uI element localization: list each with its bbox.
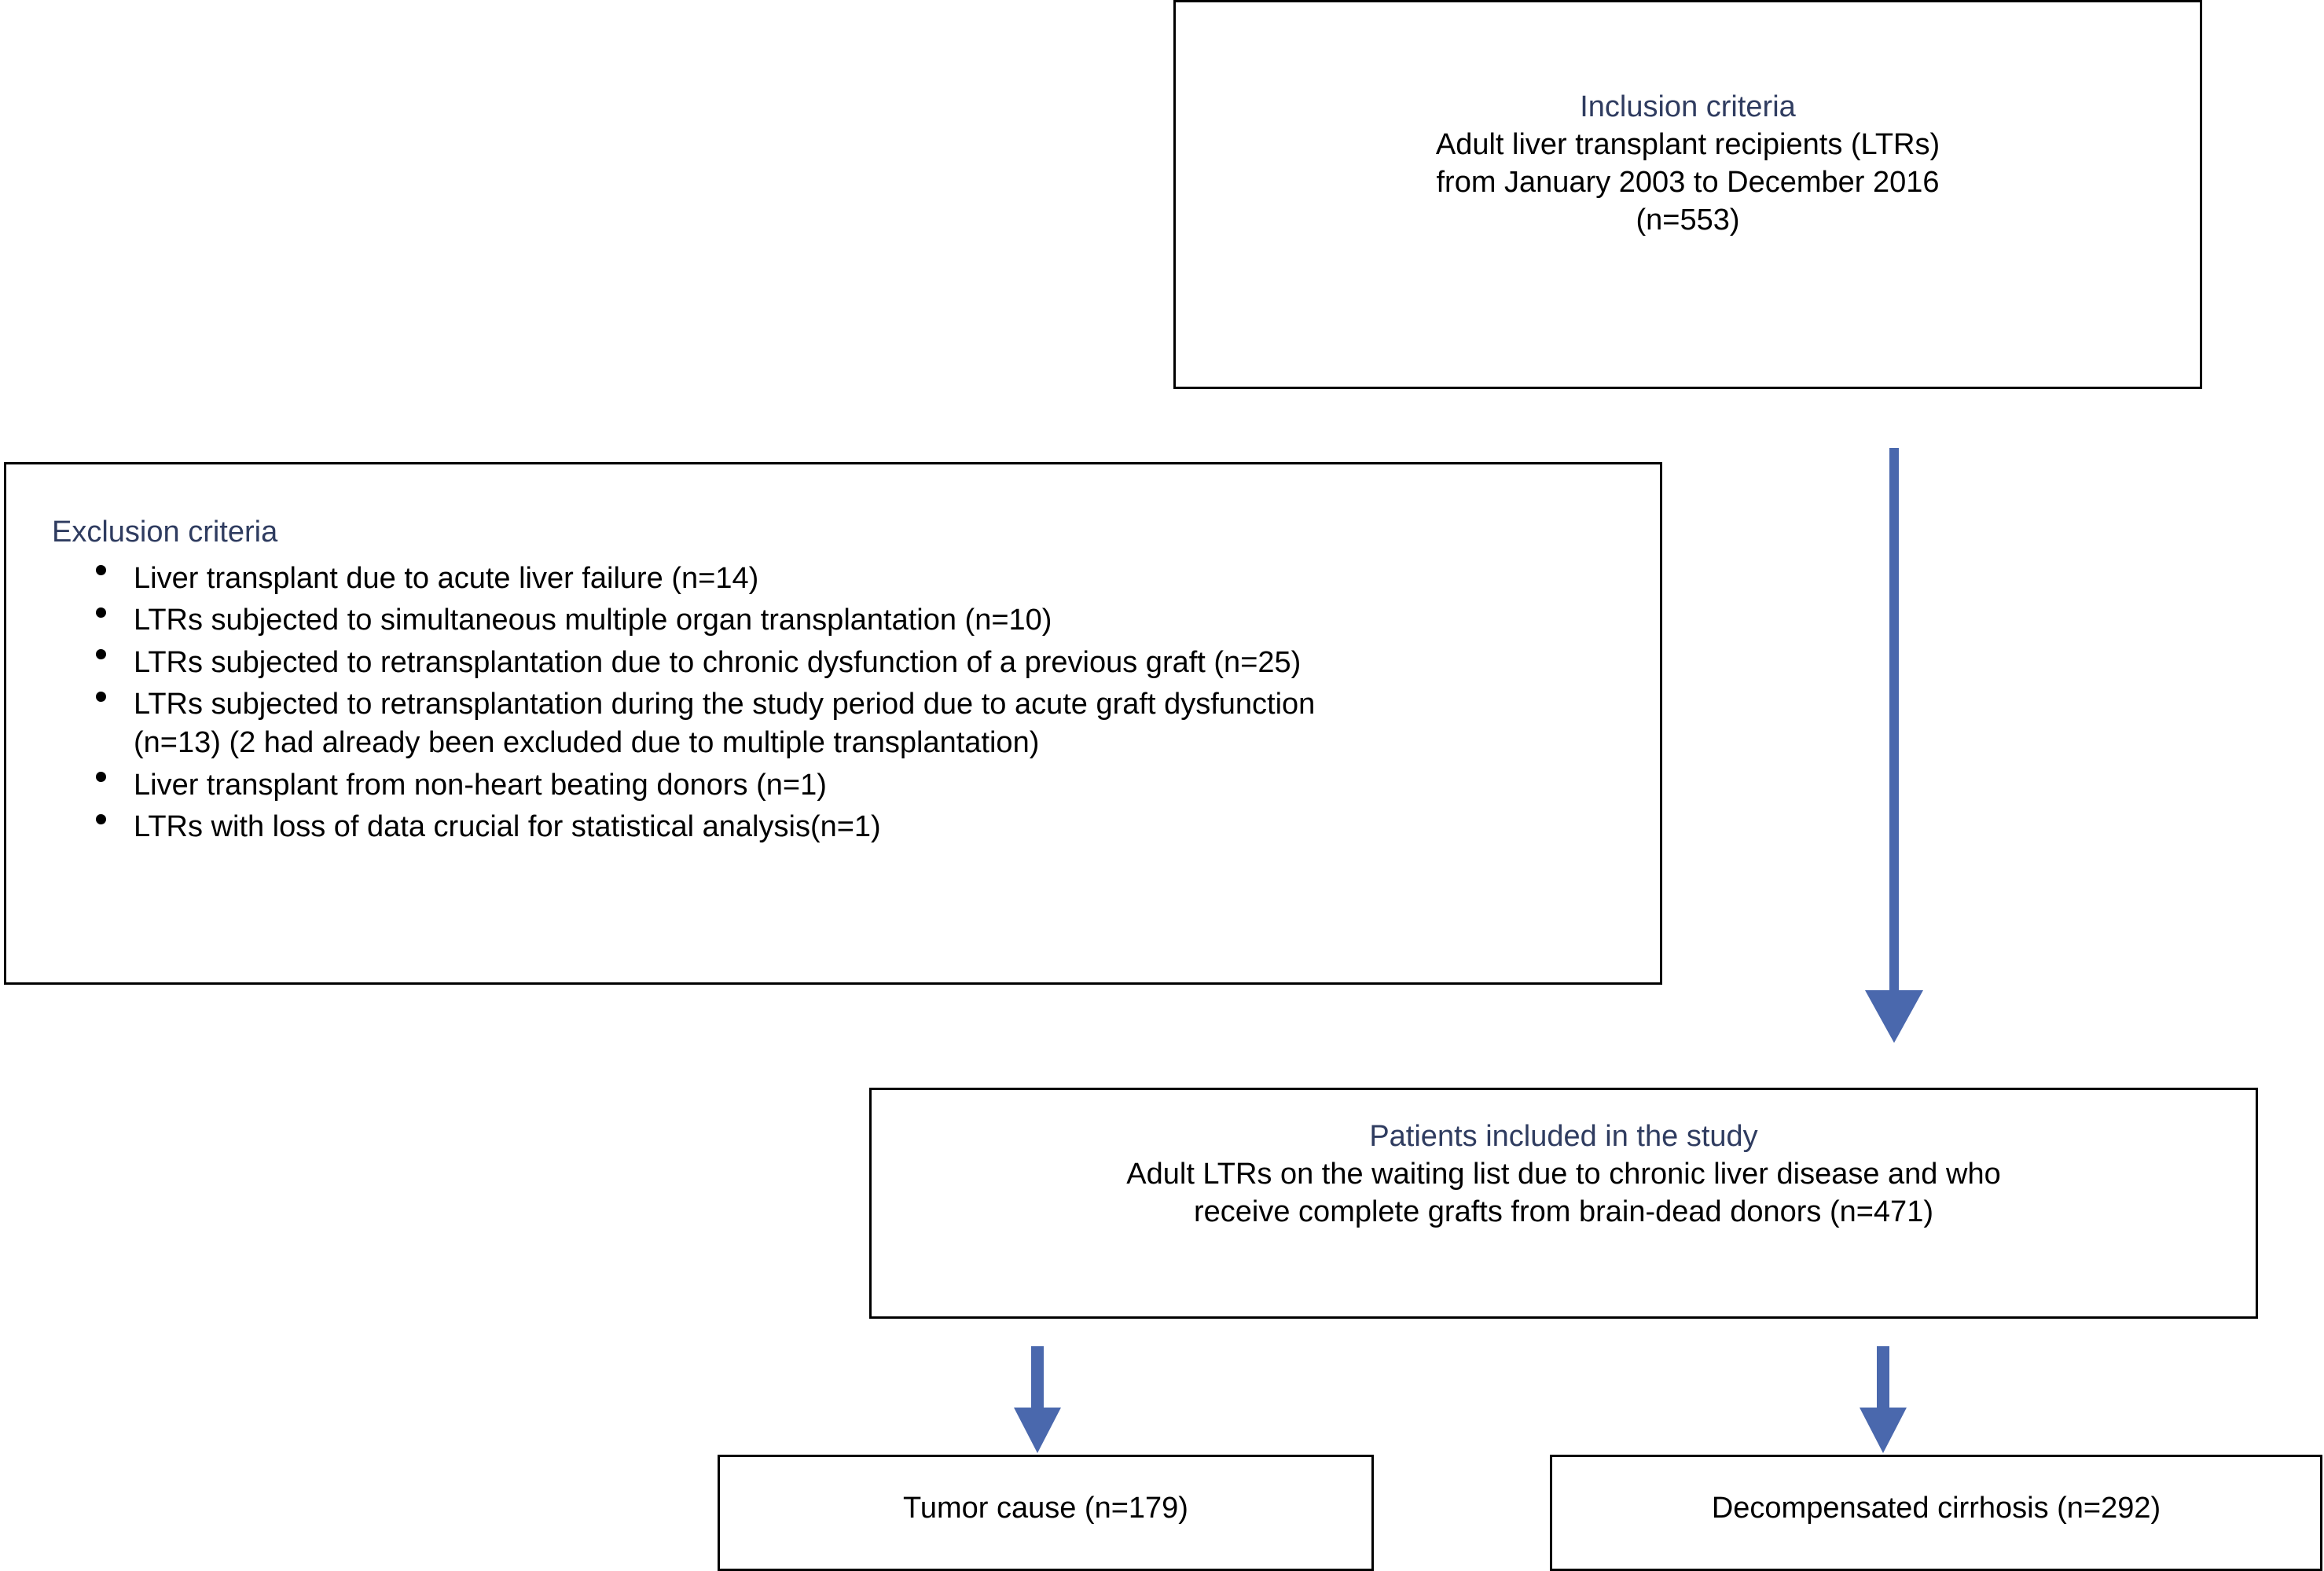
patients-included-line-1: Adult LTRs on the waiting list due to ch… [1126, 1157, 2001, 1191]
list-item: Liver transplant due to acute liver fail… [90, 560, 1636, 598]
exclusion-criteria-heading: Exclusion criteria [52, 516, 278, 549]
bullet-icon [96, 772, 106, 783]
exclusion-item-text: LTRs subjected to simultaneous multiple … [134, 604, 1052, 637]
inclusion-criteria-line-1: Adult liver transplant recipients (LTRs) [1435, 127, 1940, 161]
decompensated-cirrhosis-label: Decompensated cirrhosis (n=292) [1711, 1492, 2161, 1525]
exclusion-criteria-list: Liver transplant due to acute liver fail… [90, 560, 1636, 847]
exclusion-item-text: LTRs subjected to retransplantation duri… [134, 688, 1316, 760]
patients-included-box: Patients included in the study Adult LTR… [869, 1088, 2258, 1319]
list-item: LTRs subjected to simultaneous multiple … [90, 601, 1636, 640]
exclusion-item-text: Liver transplant from non-heart beating … [134, 768, 827, 802]
bullet-icon [96, 607, 106, 618]
bullet-icon [96, 691, 106, 702]
tumor-cause-label: Tumor cause (n=179) [903, 1492, 1188, 1525]
bullet-icon [96, 649, 106, 660]
decompensated-cirrhosis-box: Decompensated cirrhosis (n=292) [1550, 1455, 2322, 1571]
patients-included-heading: Patients included in the study [1369, 1120, 1758, 1153]
list-item: LTRs subjected to retransplantation duri… [90, 685, 1636, 763]
inclusion-criteria-box: Inclusion criteria Adult liver transplan… [1173, 0, 2202, 389]
bullet-icon [96, 813, 106, 824]
tumor-branch-arrow [1011, 1346, 1064, 1455]
exclusion-item-text: Liver transplant due to acute liver fail… [134, 561, 759, 595]
list-item: Liver transplant from non-heart beating … [90, 766, 1636, 805]
main-down-arrow [1827, 448, 1961, 1045]
list-item: LTRs with loss of data crucial for stati… [90, 808, 1636, 846]
inclusion-criteria-count: (n=553) [1636, 203, 1740, 237]
exclusion-criteria-box: Exclusion criteria Liver transplant due … [4, 462, 1662, 985]
list-item: LTRs subjected to retransplantation due … [90, 644, 1636, 682]
inclusion-criteria-line-2: from January 2003 to December 2016 [1436, 165, 1940, 199]
patients-included-line-2: receive complete grafts from brain-dead … [1194, 1195, 1933, 1228]
exclusion-item-text: LTRs with loss of data crucial for stati… [134, 810, 881, 844]
tumor-cause-box: Tumor cause (n=179) [718, 1455, 1374, 1571]
inclusion-criteria-heading: Inclusion criteria [1580, 90, 1796, 123]
cirrhosis-branch-arrow [1856, 1346, 1910, 1455]
bullet-icon [96, 565, 106, 576]
exclusion-item-text: LTRs subjected to retransplantation due … [134, 645, 1302, 679]
